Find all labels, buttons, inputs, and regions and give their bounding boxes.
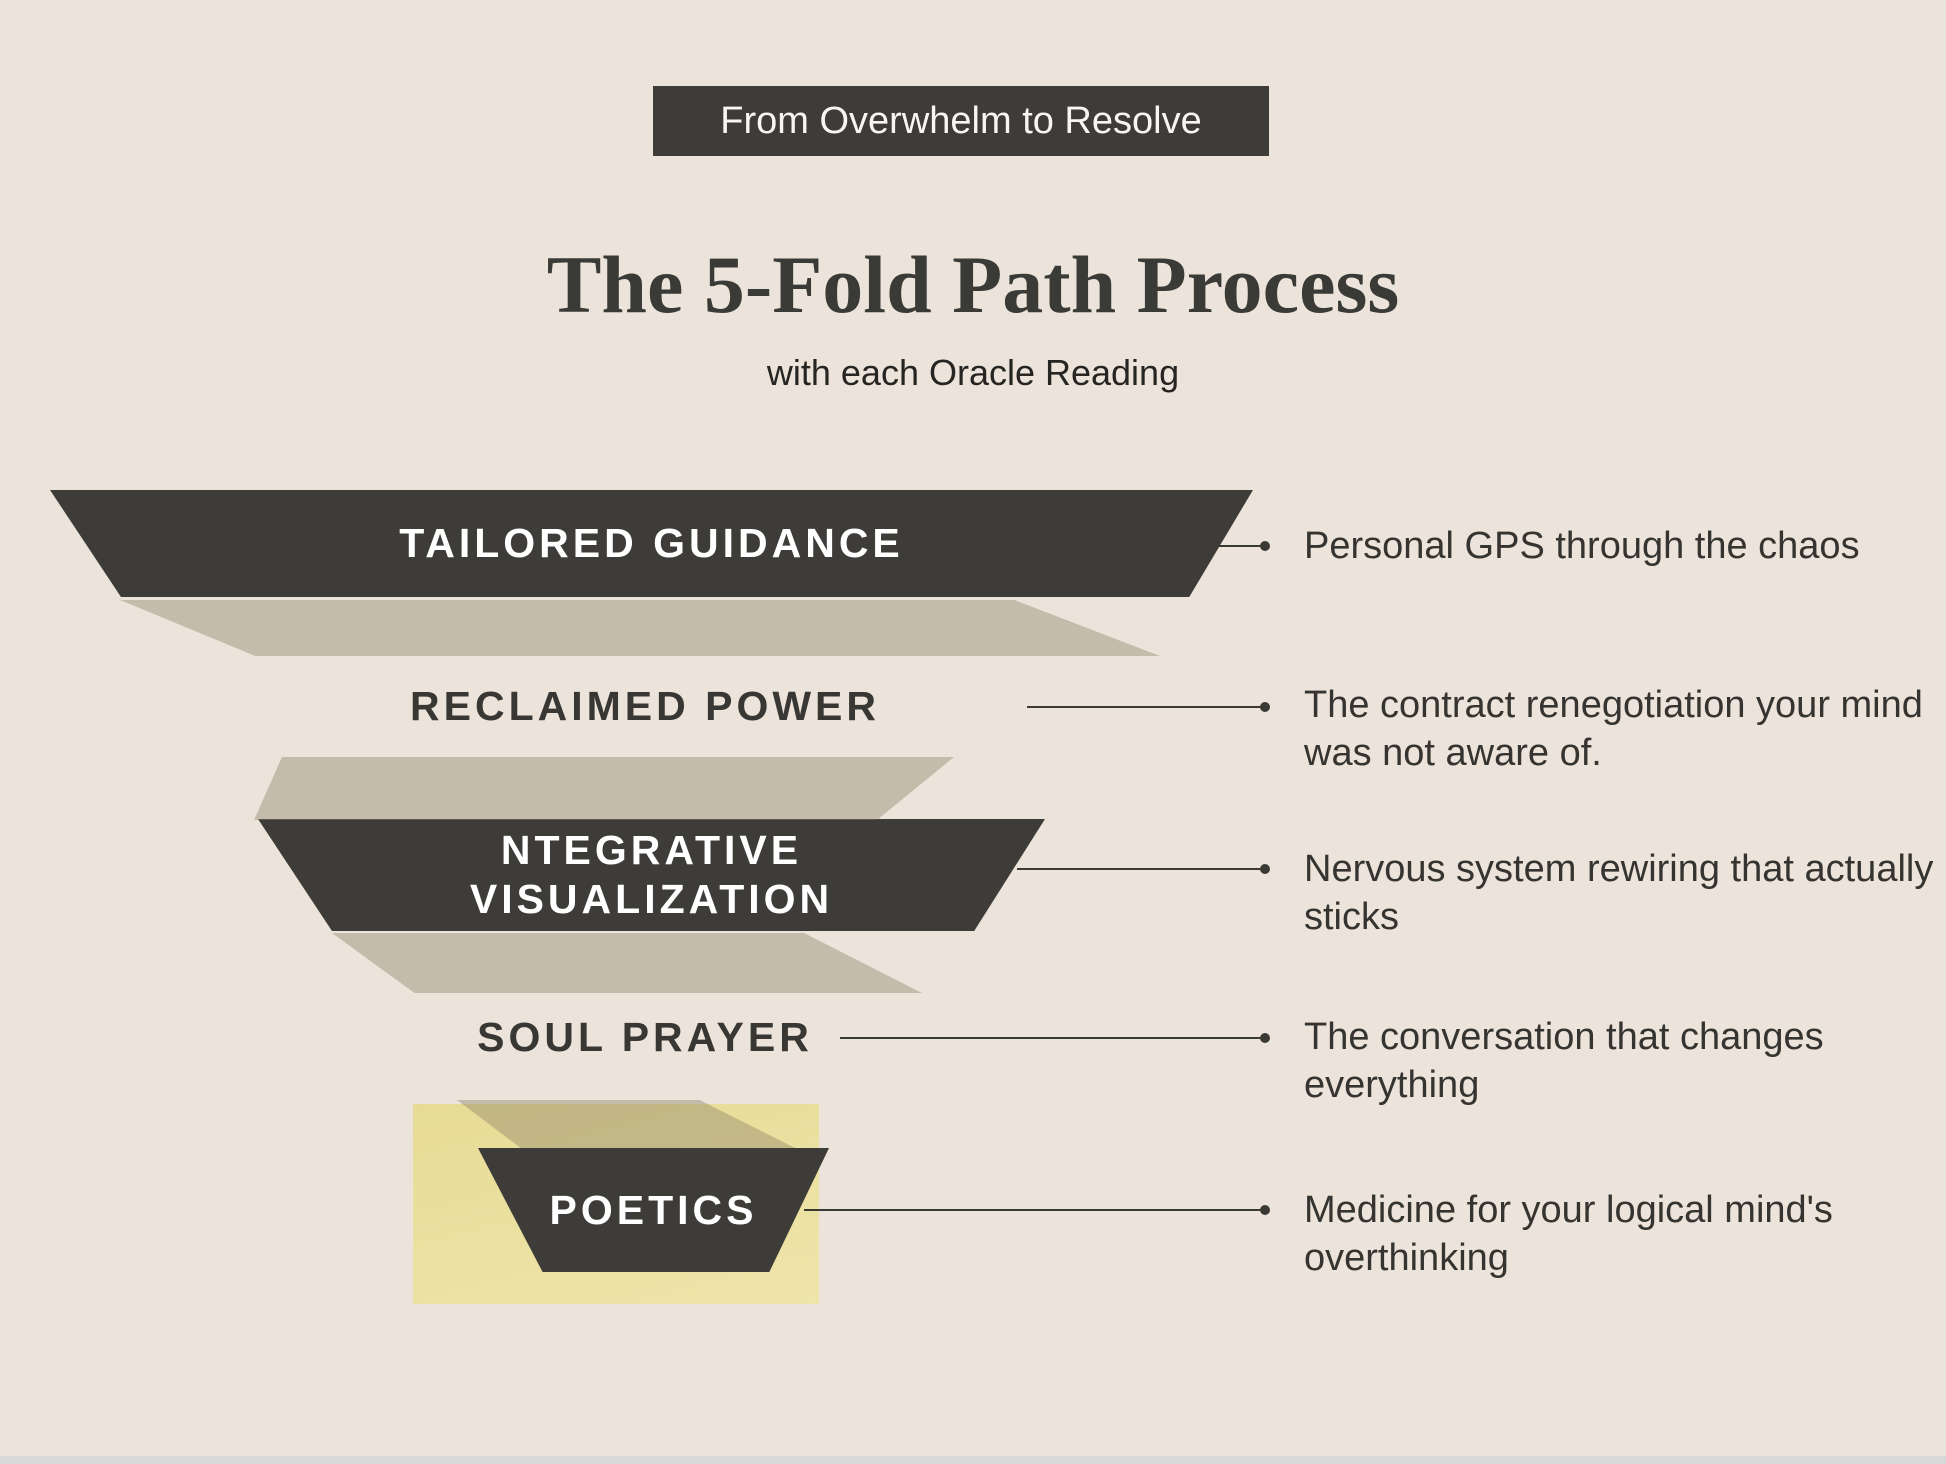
funnel-level-1-shape: TAILORED GUIDANCE [50,490,1253,597]
funnel-level-4-label: SOUL PRAYER [477,1014,813,1060]
connector-dot-2 [1260,702,1270,712]
connector-dot-4 [1260,1033,1270,1043]
funnel-level-2-label: RECLAIMED POWER [410,683,880,729]
top-badge: From Overwhelm to Resolve [653,86,1269,156]
funnel-level-5-shape: POETICS [478,1148,829,1272]
connector-dot-5 [1260,1205,1270,1215]
funnel-shadow-1 [120,600,1160,656]
page-subtitle: with each Oracle Reading [766,352,1180,393]
connector-line-2 [1027,702,1270,712]
funnel-level-5-description: Medicine for your logical mind's overthi… [1304,1189,1833,1279]
funnel-level-1-description: Personal GPS through the chaos [1304,525,1860,567]
funnel-level-2-description: The contract renegotiation your mind was… [1304,684,1923,774]
funnel-shadow-2 [254,757,954,820]
connector-line-3 [1017,864,1270,874]
funnel-level-3-description: Nervous system rewiring that actually st… [1304,848,1934,938]
connector-line-1 [1214,541,1270,551]
connector-line-4 [840,1033,1270,1043]
funnel-shadow-3 [332,933,922,993]
funnel-level-4-description: The conversation that changes everything [1304,1016,1824,1106]
connector-dot-1 [1260,541,1270,551]
connector-line-5 [804,1205,1270,1215]
funnel-level-3-label: NTEGRATIVE VISUALIZATION [469,826,834,922]
funnel-level-1-label: TAILORED GUIDANCE [399,520,904,566]
top-badge-label: From Overwhelm to Resolve [720,99,1202,142]
bottom-edge-strip [0,1456,1946,1464]
funnel-level-3-shape: NTEGRATIVE VISUALIZATION [258,819,1045,931]
funnel-level-5-label: POETICS [549,1186,758,1233]
page-title: The 5-Fold Path Process [546,239,1400,330]
connector-dot-3 [1260,864,1270,874]
